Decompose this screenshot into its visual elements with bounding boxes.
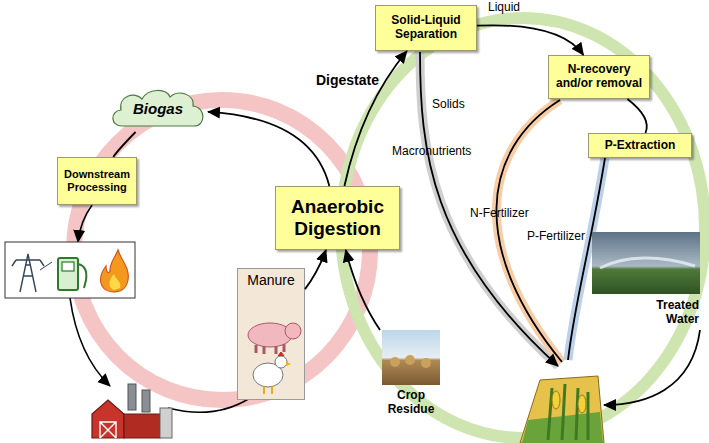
process-box: Downstream Processing <box>57 157 137 205</box>
p-fertilizer-glow <box>568 158 605 360</box>
flow-arrow <box>346 250 380 330</box>
solids-line <box>420 52 558 366</box>
crop-residue-photo <box>382 330 440 385</box>
flow-label: Solids <box>432 97 465 111</box>
process-box: Solid-Liquid Separation <box>375 5 477 51</box>
process-box: Anaerobic Digestion <box>275 186 400 250</box>
node-text: N-recovery and/or removal <box>552 63 646 91</box>
hay-bale <box>421 358 431 368</box>
node-text: Solid-Liquid Separation <box>379 14 473 42</box>
flow-label: Macronutrients <box>392 144 471 158</box>
hay-bale <box>390 357 400 367</box>
flow-line <box>168 398 250 412</box>
biogas-cloud: Biogas <box>108 86 208 132</box>
edge-label: Digestate <box>316 72 379 88</box>
node-text: Biogas <box>133 100 183 117</box>
chimney <box>142 390 150 412</box>
gas-pump <box>58 258 78 290</box>
flame <box>101 250 129 292</box>
water-spray <box>600 258 695 268</box>
chicken-beak <box>286 362 291 366</box>
node-text: Downstream Processing <box>61 168 133 193</box>
source-box: Manure <box>237 268 305 400</box>
barn-door <box>100 422 116 438</box>
p-fertilizer-line <box>568 158 605 360</box>
node-text: Anaerobic Digestion <box>279 196 396 240</box>
node-text: P-Extraction <box>605 139 676 153</box>
corn-stalks <box>548 384 588 440</box>
barn-side <box>124 414 160 438</box>
hay-bale <box>405 355 415 365</box>
node-text: Manure <box>247 272 294 288</box>
corn-cob <box>552 391 560 409</box>
power-wire <box>40 262 52 270</box>
flame-core <box>110 274 121 290</box>
gas-pump-window <box>62 262 74 271</box>
power-tower <box>12 254 44 292</box>
process-box: N-recovery and/or removal <box>548 55 650 99</box>
n-fertilizer-glow <box>496 100 562 362</box>
barn <box>92 400 124 438</box>
flow-arrow <box>627 99 646 133</box>
flow-arrow <box>344 51 406 186</box>
chimney <box>128 384 136 410</box>
chicken-comb <box>278 352 284 356</box>
cloud-shape <box>113 90 203 126</box>
cloud-outline <box>108 86 208 132</box>
node-text: Crop Residue <box>381 389 441 417</box>
water-line <box>604 330 700 405</box>
flow-arrow <box>208 112 329 186</box>
silo <box>160 408 172 438</box>
nutrient-ring <box>341 18 705 438</box>
corn-cob <box>578 395 586 413</box>
node-text: Treated Water <box>643 299 699 327</box>
energy-ring <box>74 100 370 400</box>
gas-hose <box>78 264 86 288</box>
field-strip <box>522 412 603 443</box>
flow-line <box>78 205 92 242</box>
solids-glow <box>420 52 558 366</box>
flow-arrow <box>305 250 326 289</box>
edge-label: Liquid <box>488 0 520 14</box>
image-caption: Crop Residue <box>378 330 444 420</box>
flow-arrow <box>113 132 135 157</box>
treated-water-photo <box>592 232 700 294</box>
pig-head <box>285 323 301 339</box>
process-box: P-Extraction <box>588 133 692 158</box>
chicken <box>253 363 283 387</box>
crop-field <box>520 376 604 443</box>
flow-arrow <box>477 25 583 55</box>
n-fertilizer-line <box>496 100 562 362</box>
chicken-head <box>275 356 287 368</box>
flow-line <box>70 298 110 386</box>
chicken-legs <box>264 386 272 394</box>
image-caption: Treated Water <box>640 232 702 330</box>
pig <box>248 323 292 347</box>
flow-label: N-Fertilizer <box>470 206 529 220</box>
pig-legs <box>256 344 284 354</box>
flow-label: P-Fertilizer <box>527 229 585 243</box>
energy-icons-frame <box>5 242 135 298</box>
